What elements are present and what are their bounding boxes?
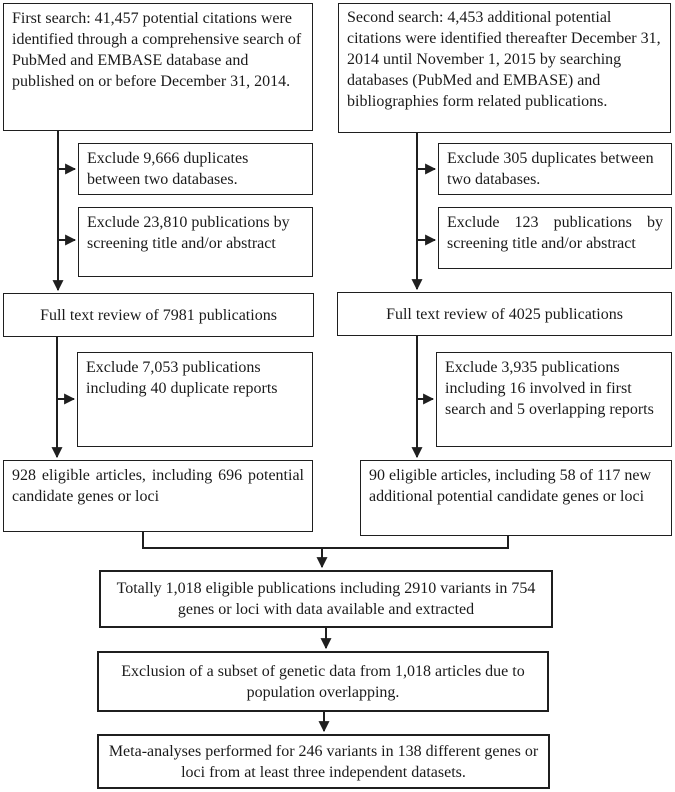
box-second-search: Second search: 4,453 additional potentia… bbox=[338, 3, 671, 133]
box-left-exclude-screening: Exclude 23,810 publications by screening… bbox=[78, 207, 313, 277]
box-right-exclude-duplicates: Exclude 305 duplicates between two datab… bbox=[438, 143, 672, 195]
box-left-exclude-duplicates: Exclude 9,666 duplicates between two dat… bbox=[78, 143, 313, 195]
box-right-exclude-fulltext: Exclude 3,935 publications including 16 … bbox=[436, 352, 672, 447]
box-exclusion-overlap: Exclusion of a subset of genetic data fr… bbox=[97, 651, 549, 712]
box-first-search: First search: 41,457 potential citations… bbox=[3, 3, 313, 131]
box-left-fulltext-review: Full text review of 7981 publications bbox=[3, 293, 314, 337]
box-left-eligible: 928 eligible articles, including 696 pot… bbox=[3, 460, 313, 532]
box-meta-analyses: Meta-analyses performed for 246 variants… bbox=[97, 734, 550, 789]
merge-connector bbox=[142, 532, 509, 569]
box-right-exclude-screening: Exclude 123 publications by screening ti… bbox=[438, 207, 672, 269]
box-totally-eligible: Totally 1,018 eligible publications incl… bbox=[99, 570, 553, 628]
box-left-exclude-fulltext: Exclude 7,053 publications including 40 … bbox=[77, 352, 313, 447]
box-right-eligible: 90 eligible articles, including 58 of 11… bbox=[360, 460, 672, 536]
box-right-fulltext-review: Full text review of 4025 publications bbox=[337, 292, 672, 336]
